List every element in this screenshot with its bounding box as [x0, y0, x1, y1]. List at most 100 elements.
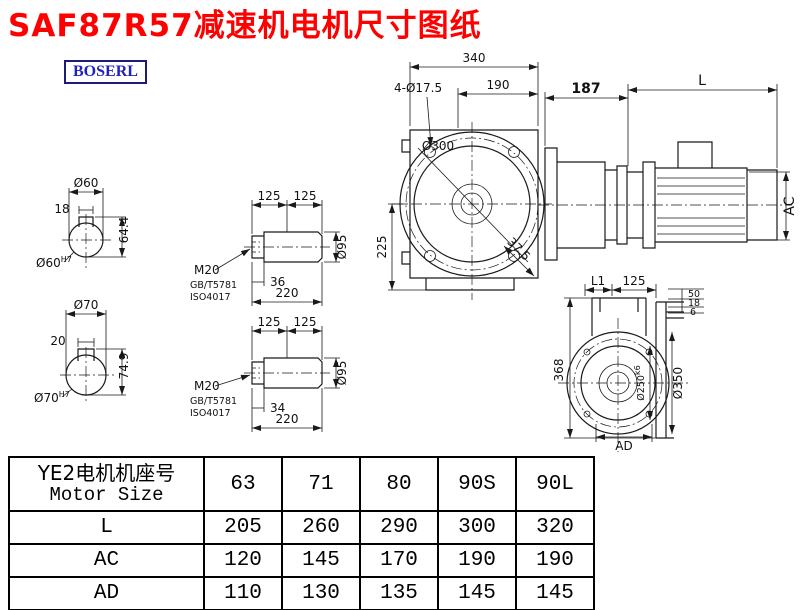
dim-line-37-5	[503, 245, 535, 277]
shaftend-top-extension-lines	[251, 200, 340, 306]
rear-mount-plate	[655, 301, 684, 439]
shaftend-bot-std2-label: ISO4017	[190, 408, 231, 419]
rear-dia250-value: Ø250	[636, 375, 647, 401]
shaft70-dia-label: Ø70	[74, 298, 99, 312]
page-title: SAF87R57减速机电机尺寸图纸	[8, 8, 482, 44]
bolt-circle-label: Ø300	[422, 139, 454, 153]
shaft70-circle	[65, 354, 107, 396]
rear-centerlines	[558, 318, 688, 452]
shaftend-bot-dim34-label: 34	[270, 401, 285, 415]
header-motor-size-zh: YE2电机机座号	[37, 460, 176, 485]
shaft70-centerlines	[60, 347, 114, 403]
rear-view: L1 125 50 18 6 368 Ø250k6 Ø350 AD	[552, 274, 704, 453]
motor-outline	[544, 141, 778, 261]
row-AD-value-1: 130	[281, 576, 361, 610]
rear-dim6-label: 6	[690, 307, 696, 318]
rear-dim125-label: 125	[623, 274, 646, 288]
shaft60-keyway	[78, 216, 94, 227]
side-view: 187 L AC	[538, 73, 798, 261]
front-view: 340 190 4-Ø17.5 Ø300 225 37.5	[375, 51, 552, 300]
shaftend-bot-thread-leader	[214, 374, 251, 387]
shaft60-bore-label: Ø60H7	[36, 255, 72, 270]
shaftend-bot-thread-lines	[252, 367, 260, 379]
motor-fins	[657, 177, 745, 235]
row-AD-value-2: 135	[359, 576, 439, 610]
dim-AC-label: AC	[782, 196, 798, 215]
header-size-71: 71	[281, 456, 361, 512]
shaftend-top-std1-label: GB/T5781	[190, 280, 237, 291]
row-AC-value-2: 170	[359, 543, 439, 578]
rear-bolt-hole-1	[645, 348, 653, 356]
header-motor-size-cell: YE2电机机座号 Motor Size	[8, 456, 205, 512]
shaftend-top-thread-leader	[214, 248, 251, 271]
shaft-section-70: 20 Ø70 74.9 Ø70H7	[34, 298, 131, 405]
row-AC-value-4: 190	[515, 543, 595, 578]
table-row-AC: AC 120 145 170 190 190	[8, 543, 595, 578]
row-AC-value-1: 145	[281, 543, 361, 578]
shaft70-bore-value: Ø70	[34, 391, 59, 405]
housing-outline	[401, 129, 539, 291]
table-row-AD: AD 110 130 135 145 145	[8, 576, 595, 610]
rear-dim50-label: 50	[688, 289, 700, 300]
rear-dia350-label: Ø350	[671, 367, 685, 399]
shaft60-bore-value: Ø60	[36, 256, 61, 270]
shaft70-extension-lines	[65, 310, 126, 396]
row-AD-label: AD	[8, 576, 205, 610]
header-size-90l: 90L	[515, 456, 595, 512]
shaft60-keywidth-label: 18	[54, 202, 69, 216]
row-AD-value-3: 145	[437, 576, 517, 610]
row-AD-value-4: 145	[515, 576, 595, 610]
shaft60-dia-label: Ø60	[74, 176, 99, 190]
bolt-circle-diagonal	[417, 147, 529, 263]
header-motor-size-en: Motor Size	[49, 483, 164, 506]
motor-size-table: YE2电机机座号 Motor Size 63 71 80 90S 90L L 2…	[8, 456, 595, 610]
flange-hole-tr	[508, 146, 520, 158]
shaftend-top-dim36-label: 36	[270, 275, 285, 289]
flange-hole-tl	[424, 146, 436, 158]
rear-bolt-hole-3	[583, 410, 591, 418]
flange-hole-bl	[424, 250, 436, 262]
table-row-L: L 205 260 290 300 320	[8, 510, 595, 545]
rear-dim18-label: 18	[688, 298, 700, 309]
row-L-value-1: 260	[281, 510, 361, 545]
shaft-section-60: 18 Ø60 64.4 Ø60H7	[36, 176, 131, 270]
shaftend-top-dim125b-label: 125	[294, 189, 317, 203]
shaftend-bot-std1-label: GB/T5781	[190, 396, 237, 407]
row-AC-label: AC	[8, 543, 205, 578]
rear-extension-lines	[564, 284, 704, 442]
shaft-end-top: 125 125 36 220 Ø95 M20 GB/T5781 ISO4017	[190, 189, 349, 306]
row-L-label: L	[8, 510, 205, 545]
header-size-63: 63	[203, 456, 283, 512]
shaftend-top-dim125a-label: 125	[258, 189, 281, 203]
header-size-90s: 90S	[437, 456, 517, 512]
rear-dimAD-label: AD	[615, 439, 632, 453]
rear-dimL1-label: L1	[591, 274, 605, 288]
row-L-value-0: 205	[203, 510, 283, 545]
rear-dia250-tolerance: k6	[633, 365, 642, 375]
header-size-80: 80	[359, 456, 439, 512]
shaft70-keyway	[77, 348, 95, 361]
rear-housing-top	[591, 297, 647, 336]
shaft60-keydepth-label: 64.4	[117, 217, 131, 244]
shaftend-bot-dim125a-label: 125	[258, 315, 281, 329]
shaftend-top-std2-label: ISO4017	[190, 292, 231, 303]
shaftend-top-thread-lines	[252, 241, 260, 253]
shaft70-bore-tolerance: H7	[59, 390, 70, 399]
dim-190-label: 190	[487, 78, 510, 92]
rear-dia250-label: Ø250k6	[633, 365, 647, 400]
front-centerlines	[392, 122, 552, 300]
brand-logo: BOSERL	[64, 60, 147, 84]
shaft60-bore-leader	[63, 251, 75, 263]
rear-bolt-hole-2	[583, 348, 591, 356]
shaft60-circle	[68, 222, 104, 258]
shaftend-top-thread-label: M20	[194, 263, 220, 277]
dim-187-label: 187	[571, 81, 600, 97]
shaftend-top-dia-label: Ø95	[335, 235, 349, 260]
shaftend-bot-extension-lines	[251, 326, 340, 432]
shaft70-keydepth-label: 74.9	[117, 353, 131, 380]
flange-holes-label: 4-Ø17.5	[394, 81, 442, 95]
dim-L-label: L	[698, 73, 706, 89]
row-L-value-2: 290	[359, 510, 439, 545]
shaftend-top-dim220-label: 220	[276, 286, 299, 300]
